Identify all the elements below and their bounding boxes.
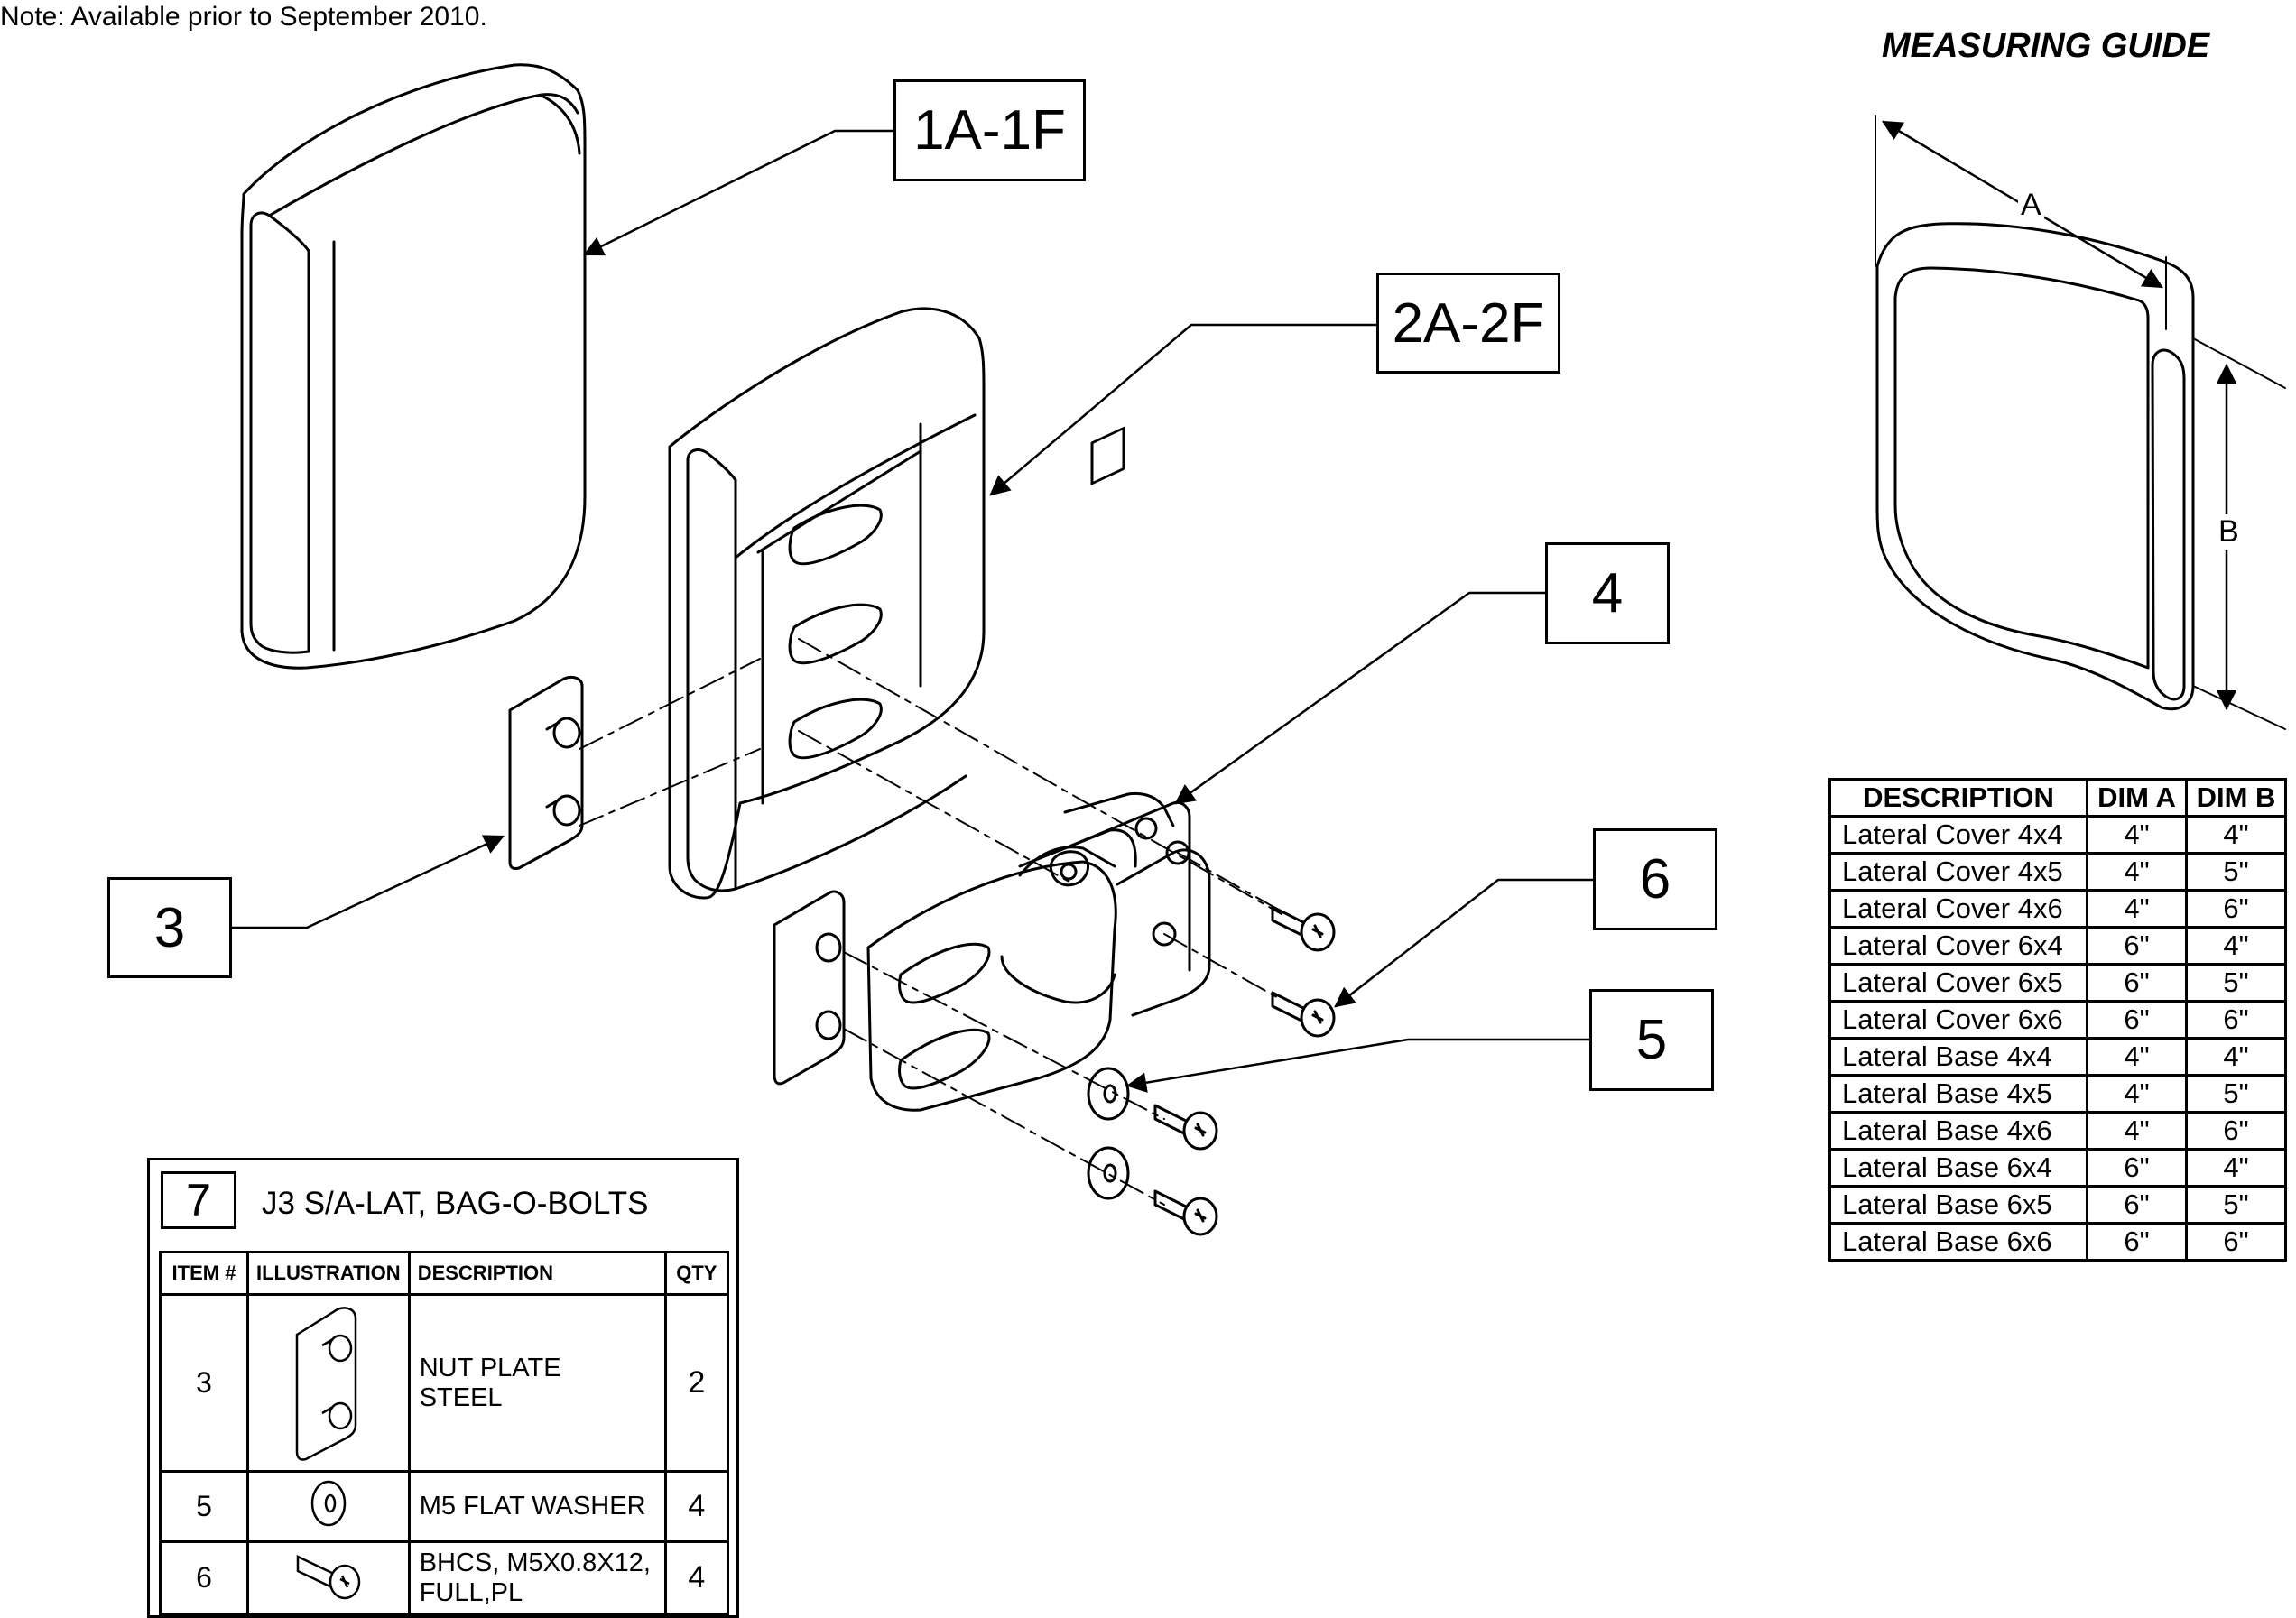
row-dim-b: 5" [2185, 852, 2287, 892]
header-description: DESCRIPTION [407, 1251, 667, 1296]
flat-washers [1087, 1067, 1130, 1200]
row-item: 3 [159, 1293, 249, 1473]
header-item: ITEM # [159, 1251, 249, 1296]
bag-item-number: 7 [161, 1171, 236, 1229]
row-dim-a: 4" [2086, 1074, 2188, 1114]
row-dim-b: 5" [2185, 1074, 2287, 1114]
row-qty: 4 [663, 1470, 730, 1543]
row-dim-b: 4" [2185, 1037, 2287, 1077]
row-qty: 2 [663, 1293, 730, 1473]
lateral-cover-pad [240, 63, 587, 670]
bag-parts-table: ITEM # ILLUSTRATION DESCRIPTION QTY 3 [159, 1251, 730, 1615]
row-description-line1: BHCS, M5X0.8X12, [419, 1548, 651, 1577]
button-head-screws [1153, 905, 1336, 1236]
row-dim-a: 4" [2086, 1111, 2188, 1151]
row-dim-b: 6" [2185, 889, 2287, 929]
availability-note: Note: Available prior to September 2010. [0, 2, 487, 32]
table-row: 5 M5 FLAT WASHER 4 [159, 1470, 730, 1543]
row-description: Lateral Cover 6x4 [1828, 926, 2088, 966]
row-description: Lateral Cover 6x6 [1828, 1000, 2088, 1040]
row-dim-b: 5" [2185, 963, 2287, 1003]
nut-plate [508, 675, 584, 870]
assembly-centerlines [579, 638, 1282, 1206]
row-description: Lateral Base 6x5 [1828, 1185, 2088, 1225]
header-qty: QTY [663, 1251, 730, 1296]
row-description: Lateral Cover 4x6 [1828, 889, 2088, 929]
parts-header-row: ITEM # ILLUSTRATION DESCRIPTION QTY [159, 1251, 730, 1296]
row-dim-a: 4" [2086, 852, 2188, 892]
leader-lines [228, 129, 1595, 1093]
row-description: Lateral Base 6x6 [1828, 1222, 2088, 1262]
callout-5: 5 [1589, 989, 1714, 1091]
row-dim-b: 5" [2185, 1185, 2287, 1225]
header-dim-b: DIM B [2185, 778, 2287, 818]
row-dim-b: 4" [2185, 815, 2287, 855]
row-description: Lateral Base 4x6 [1828, 1111, 2088, 1151]
row-dim-a: 4" [2086, 815, 2188, 855]
row-item: 6 [159, 1540, 249, 1615]
dimension-a-label: A [2018, 188, 2044, 223]
measuring-guide-table: DESCRIPTION DIM A DIM B Lateral Cover 4x… [1828, 778, 2287, 1262]
row-dim-a: 4" [2086, 1037, 2188, 1077]
row-description: Lateral Cover 6x5 [1828, 963, 2088, 1003]
bag-title: J3 S/A-LAT, BAG-O-BOLTS [262, 1186, 649, 1221]
callout-6: 6 [1593, 828, 1717, 930]
callout-2a-2f: 2A-2F [1376, 273, 1560, 374]
dimension-b-label: B [2216, 514, 2242, 550]
row-dim-a: 6" [2086, 1222, 2188, 1262]
row-description-line1: M5 FLAT WASHER [419, 1492, 646, 1521]
row-dim-a: 4" [2086, 889, 2188, 929]
measuring-guide-pad [1875, 115, 2286, 730]
screw-icon [296, 1554, 361, 1599]
callout-4: 4 [1545, 542, 1670, 644]
row-dim-b: 6" [2185, 1000, 2287, 1040]
table-row: 6 BHCS, M5X0.8X12, FULL,PL 4 [159, 1540, 730, 1615]
row-description: Lateral Base 4x5 [1828, 1074, 2088, 1114]
nut-plate-icon [295, 1306, 357, 1461]
row-description-line1: NUT PLATE [419, 1353, 561, 1382]
lateral-hinge-bracket [773, 426, 1211, 1112]
row-description-line2: STEEL [419, 1382, 503, 1412]
row-dim-b: 6" [2185, 1111, 2287, 1151]
row-dim-a: 6" [2086, 1000, 2188, 1040]
row-dim-b: 4" [2185, 926, 2287, 966]
table-row: 3 NUT PLATE STEEL 2 [159, 1293, 730, 1473]
row-dim-a: 6" [2086, 1148, 2188, 1188]
row-dim-a: 6" [2086, 926, 2188, 966]
row-dim-a: 6" [2086, 963, 2188, 1003]
row-dim-b: 4" [2185, 1148, 2287, 1188]
header-dim-a: DIM A [2086, 778, 2188, 818]
header-illustration: ILLUSTRATION [246, 1251, 411, 1296]
lateral-base [668, 307, 986, 900]
measuring-guide-title: MEASURING GUIDE [1882, 27, 2210, 65]
callout-1a-1f: 1A-1F [893, 79, 1086, 181]
callout-3: 3 [107, 877, 232, 978]
bag-o-bolts-box: 7 J3 S/A-LAT, BAG-O-BOLTS ITEM # ILLUSTR… [147, 1158, 739, 1618]
row-description: Lateral Base 6x4 [1828, 1148, 2088, 1188]
row-dim-b: 6" [2185, 1222, 2287, 1262]
flat-washer-icon [310, 1480, 347, 1526]
header-description: DESCRIPTION [1828, 778, 2088, 818]
row-description: Lateral Cover 4x4 [1828, 815, 2088, 855]
row-dim-a: 6" [2086, 1185, 2188, 1225]
row-description: Lateral Base 4x4 [1828, 1037, 2088, 1077]
table-header-row: DESCRIPTION DIM A DIM B [1828, 778, 2287, 818]
row-description: Lateral Cover 4x5 [1828, 852, 2088, 892]
row-item: 5 [159, 1470, 249, 1543]
row-qty: 4 [663, 1540, 730, 1615]
row-description-line2: FULL,PL [419, 1577, 523, 1607]
